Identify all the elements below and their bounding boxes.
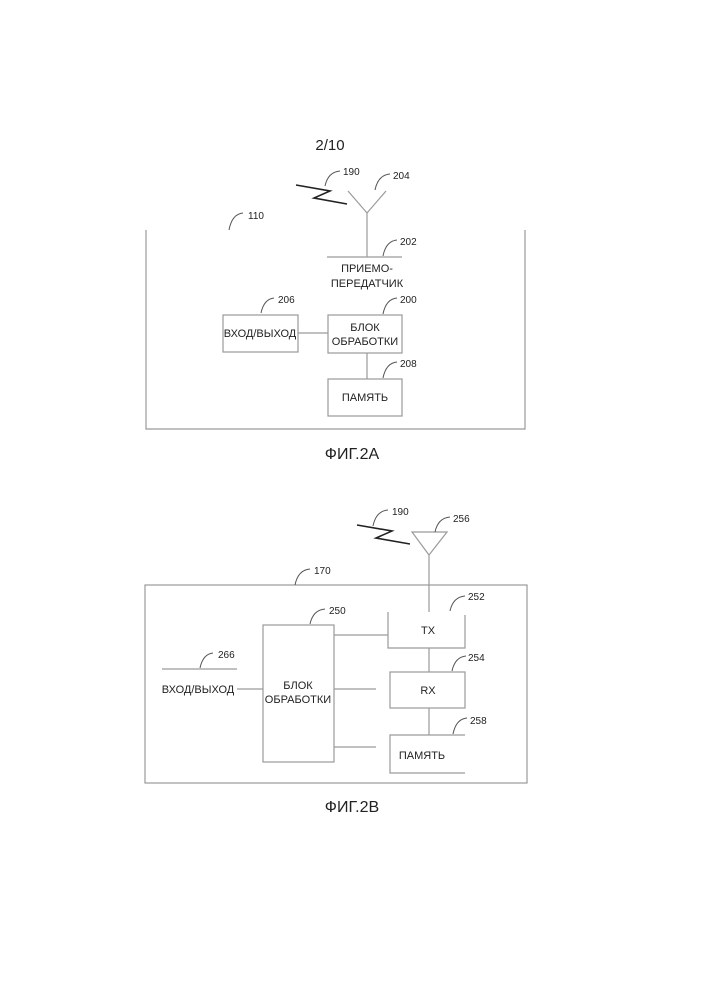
leader-line xyxy=(200,653,213,668)
transceiver-label-2: ПЕРЕДАТЧИК xyxy=(331,278,404,290)
leader-line xyxy=(435,517,450,532)
memory-label: ПАМЯТЬ xyxy=(342,392,388,404)
leader-line xyxy=(452,656,466,671)
ref-202: 202 xyxy=(400,237,417,248)
ref-200: 200 xyxy=(400,295,417,306)
figure-caption-2a: ФИГ.2А xyxy=(325,446,380,463)
ref-170: 170 xyxy=(314,566,331,577)
leader-line xyxy=(295,569,310,585)
leader-line xyxy=(375,174,390,190)
io-label: ВХОД/ВЫХОД xyxy=(162,684,235,696)
tx-label: TX xyxy=(421,625,436,637)
ref-254: 254 xyxy=(468,653,485,664)
figure-2b: 190 256 170 TX 252 RX 254 ПАМЯТЬ 258 БЛО… xyxy=(145,507,527,816)
memory-label: ПАМЯТЬ xyxy=(399,750,445,762)
leader-line xyxy=(450,596,465,611)
ref-208: 208 xyxy=(400,359,417,370)
leader-line xyxy=(383,298,397,314)
io-label: ВХОД/ВЫХОД xyxy=(224,328,297,340)
rx-label: RX xyxy=(420,685,436,697)
device-outline-110 xyxy=(146,230,525,429)
processor-label-1: БЛОК xyxy=(283,680,313,692)
ref-266: 266 xyxy=(218,650,235,661)
ref-258: 258 xyxy=(470,716,487,727)
leader-line xyxy=(373,510,388,526)
ref-204: 204 xyxy=(393,171,410,182)
processor-label-1: БЛОК xyxy=(350,322,380,334)
ref-250: 250 xyxy=(329,606,346,617)
ref-110: 110 xyxy=(248,211,264,222)
page-number: 2/10 xyxy=(315,137,344,154)
leader-line xyxy=(229,213,243,230)
leader-line xyxy=(453,718,467,734)
ref-256: 256 xyxy=(453,514,470,525)
ref-206: 206 xyxy=(278,295,295,306)
ref-190: 190 xyxy=(343,167,360,178)
processor-label-2: ОБРАБОТКИ xyxy=(265,694,331,706)
ref-190: 190 xyxy=(392,507,409,518)
wireless-signal-icon xyxy=(296,185,347,204)
ref-252: 252 xyxy=(468,592,485,603)
leader-line xyxy=(261,298,274,313)
antenna-icon xyxy=(348,191,386,257)
leader-line xyxy=(383,362,397,378)
figure-caption-2b: ФИГ.2В xyxy=(325,799,379,816)
leader-line xyxy=(310,609,325,624)
processor-label-2: ОБРАБОТКИ xyxy=(332,336,398,348)
antenna-icon xyxy=(412,532,447,612)
leader-line xyxy=(383,240,397,256)
wireless-signal-icon xyxy=(357,525,410,544)
figure-2a: 190 204 110 202 ПРИЕМО- ПЕРЕДАТЧИК ВХОД/… xyxy=(146,167,525,463)
transceiver-label-1: ПРИЕМО- xyxy=(341,263,393,275)
leader-line xyxy=(325,171,340,186)
